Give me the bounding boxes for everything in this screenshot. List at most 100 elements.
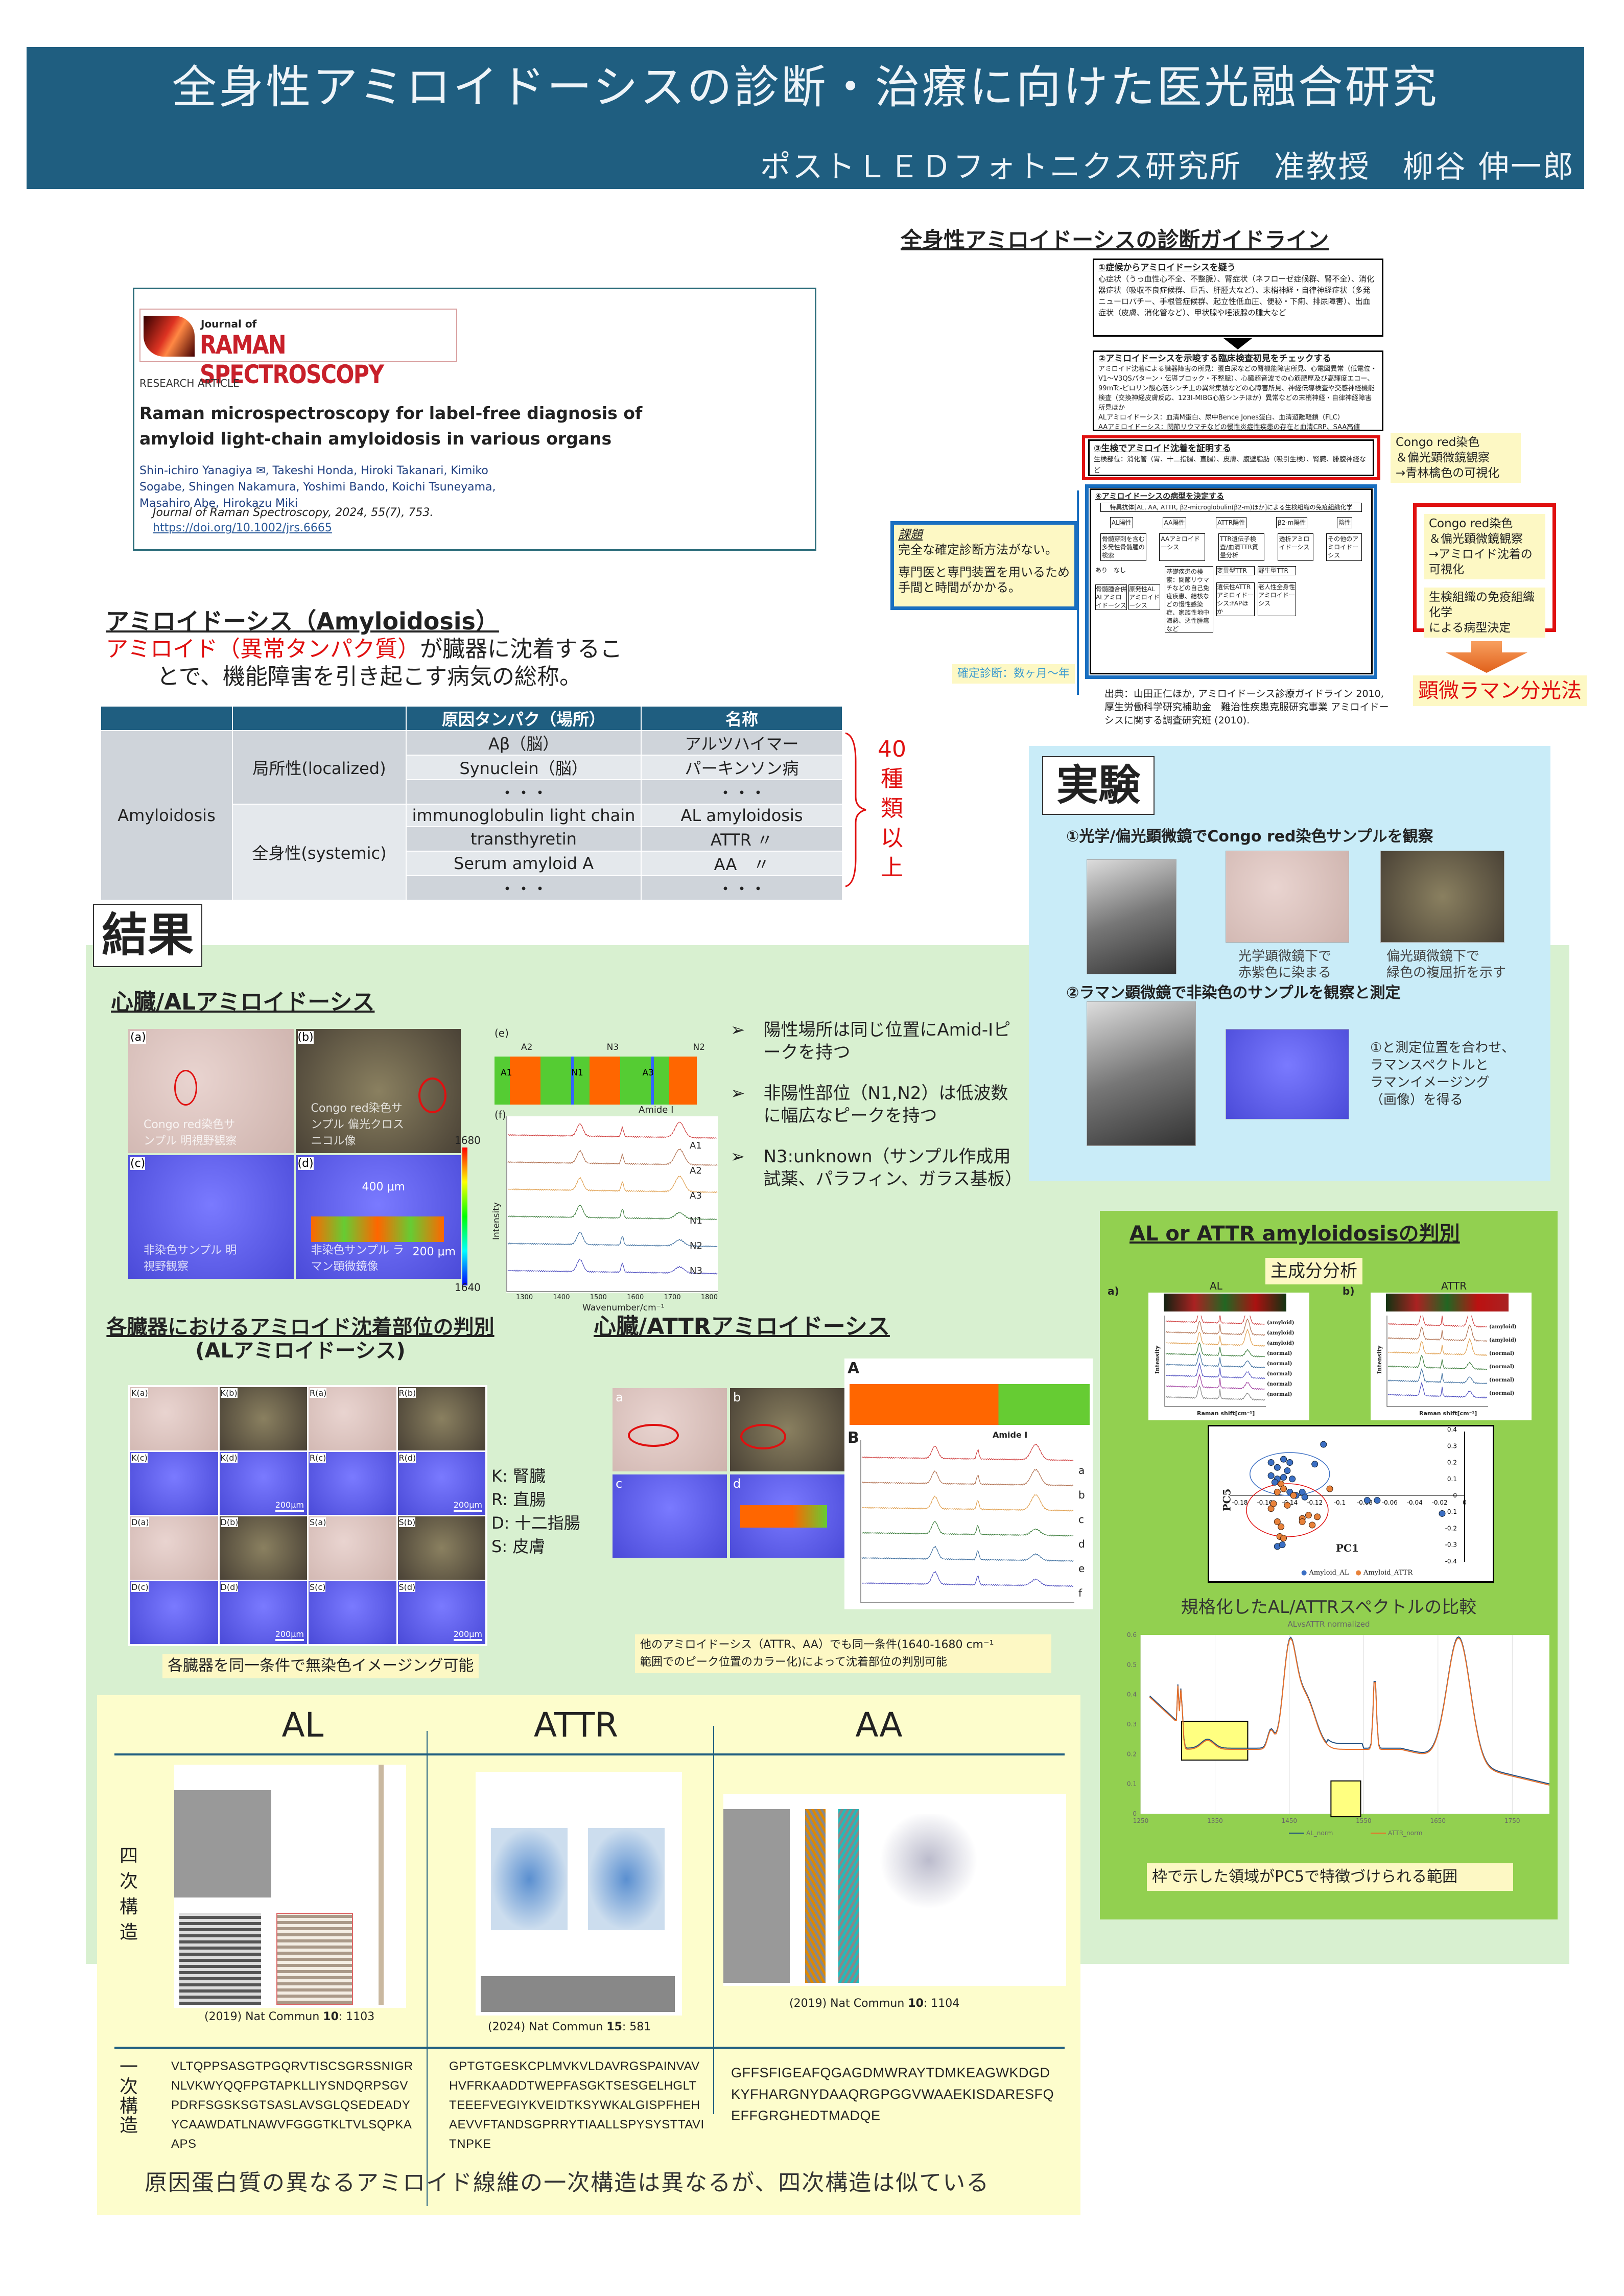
map-label: A2 xyxy=(521,1042,533,1052)
doi-link[interactable]: https://doi.org/10.1002/jrs.6665 xyxy=(153,522,332,534)
tile-label: S(b) xyxy=(398,1517,416,1527)
table-cell: AL amyloidosis xyxy=(641,804,843,827)
experiment-panel: 実験 ①光学/偏光顕微鏡でCongo red染色サンプルを観察 光学顕微鏡下で赤… xyxy=(1029,746,1550,1181)
al-label: AL xyxy=(1210,1280,1222,1292)
journal-logo-name: RAMAN SPECTROSCOPY xyxy=(200,330,384,389)
al-point xyxy=(1301,1493,1308,1501)
panel-a: (a)Congo red染色サンプル 明視野観察 xyxy=(128,1029,294,1153)
label-char: 構 xyxy=(119,2096,138,2117)
spec-label: (normal) xyxy=(1489,1377,1515,1383)
y-tick: 0.4 xyxy=(1127,1691,1137,1698)
al-heart-image-grid: (a)Congo red染色サンプル 明視野観察 (b)Congo red染色サ… xyxy=(128,1029,461,1279)
flow-step-1: ①症候からアミロイドーシスを疑う心症状（うっ血性心不全、不整脈）、腎症状（ネフロ… xyxy=(1093,259,1383,337)
flow-box: AAアミロイドーシス xyxy=(1159,533,1206,561)
flow-box: 遺伝性ATTRアミロイドーシス:FAPほか xyxy=(1216,582,1255,616)
al-spec-labels: (amyloid)(amyloid)(amyloid)(normal)(norm… xyxy=(1267,1318,1295,1400)
fibril-model xyxy=(276,1913,353,2005)
experiment-step-2: ②ラマン顕微鏡で非染色のサンプルを観察と測定 xyxy=(1066,984,1401,1002)
attr-point xyxy=(1274,1489,1281,1496)
cite-text: : 581 xyxy=(622,2021,651,2033)
attr-point xyxy=(1290,1492,1297,1499)
optical-microscope-photo xyxy=(1087,859,1176,974)
organ-tile: R(d)200μm xyxy=(397,1451,485,1515)
y-tick: 0.2 xyxy=(1127,1750,1137,1758)
seq-line: TEEEFVEGIYKVEIDTKSYWKALGISPFHEH xyxy=(449,2098,700,2112)
caption-line: 偏光顕微鏡下で xyxy=(1386,949,1480,964)
amide-label: Amide I xyxy=(993,1430,1028,1440)
al-heart-bullets: ➢陽性場所は同じ位置にAmid-Iピークを持つ ➢非陽性部位（N1,N2）は低波… xyxy=(731,1019,1022,1190)
cite-volume: 15 xyxy=(606,2021,622,2033)
attr-label: ATTR xyxy=(1441,1280,1467,1292)
spectrum-line xyxy=(1165,1362,1265,1379)
y-tick: 0 xyxy=(1133,1810,1137,1817)
map-label: A1 xyxy=(501,1068,512,1078)
raman-map-overlay xyxy=(740,1505,827,1528)
legend-label: Amyloid_AL xyxy=(1309,1569,1349,1577)
fibril-model xyxy=(179,1913,261,2005)
x-tick: -0.04 xyxy=(1407,1499,1423,1506)
tile-label: D(d) xyxy=(220,1582,239,1592)
al-cluster-ellipse xyxy=(1250,1452,1330,1496)
label-char: 造 xyxy=(119,1922,138,1943)
caption-line: ①と測定位置を合わせ、 xyxy=(1370,1040,1515,1056)
legend-label: AL_norm xyxy=(1306,1830,1333,1837)
intro-heading: アミロイドーシス（Amyloidosis） xyxy=(106,607,499,635)
organ-tile: K(d)200μm xyxy=(219,1451,307,1515)
cite-volume: 10 xyxy=(908,1997,924,2010)
region-circle xyxy=(174,1070,197,1106)
label-char: 上 xyxy=(881,855,903,881)
spectrum-line xyxy=(507,1231,718,1248)
chart-b-label: B xyxy=(848,1429,859,1447)
bullet-item: ➢非陽性部位（N1,N2）は低波数に幅広なピークを持つ xyxy=(731,1082,1017,1127)
polarized-caption: 偏光顕微鏡下で緑色の複屈折を示す xyxy=(1386,948,1506,981)
tile-label: R(b) xyxy=(398,1388,416,1398)
colorbar-min: 1640 xyxy=(455,1281,481,1294)
intro-line2: とで、機能障害を引き起こす病気の総称。 xyxy=(157,664,582,690)
attr-map xyxy=(1386,1294,1509,1311)
spec-label: A2 xyxy=(690,1165,702,1176)
flow-box: 透析アミロイドーシス xyxy=(1277,533,1313,561)
tile-label: R(a) xyxy=(310,1388,327,1398)
x-tick: 1750 xyxy=(1504,1817,1520,1824)
attr-point xyxy=(1309,1521,1316,1529)
al-citation: (2019) Nat Commun 10: 1103 xyxy=(204,2010,374,2023)
x-tick: -0.06 xyxy=(1382,1499,1398,1506)
spectrum-line xyxy=(507,1121,718,1139)
spec-label: N1 xyxy=(690,1215,702,1226)
al-point xyxy=(1311,1461,1319,1468)
spectrum-line xyxy=(1387,1316,1488,1328)
flow-step-4: ④アミロイドーシスの病型を決定する 特異抗体[AL, AA, ATTR, β2-… xyxy=(1090,488,1373,674)
seq-line: VLTQPPSASGTPGQRVTISCSGRSSNIGR xyxy=(171,2059,413,2073)
pc5-caption: 枠で示した領域がPC5で特徴づけられる範囲 xyxy=(1147,1863,1513,1891)
flow-step-3: ③生検でアミロイド沈着を証明する生検部位：消化管（胃、十二指腸、直腸）、皮膚、腹… xyxy=(1088,439,1374,476)
organs-caption: 各臓器を同一条件で無染色イメージング可能 xyxy=(162,1654,479,1678)
table-cell: immunoglobulin light chain xyxy=(406,804,642,827)
attr-point xyxy=(1305,1512,1312,1519)
attr-point xyxy=(1274,1518,1281,1526)
spectrum-line xyxy=(1387,1338,1488,1356)
table-cell: Synuclein（脳） xyxy=(406,755,642,780)
y-label: Intensity xyxy=(491,1202,502,1240)
region-circle xyxy=(740,1424,786,1449)
y-tick: 0.2 xyxy=(1447,1459,1457,1466)
fibril-model xyxy=(805,1809,826,1983)
step-text-aa: AAアミロイドーシス：関節リウマチなどの慢性炎症性疾患の存在と血清CRP、SAA… xyxy=(1098,424,1360,431)
flow-box: 老人性全身性アミロイドーシス xyxy=(1258,582,1296,616)
experiment-title: 実験 xyxy=(1042,756,1155,815)
primary-label: 一次構造 xyxy=(117,2058,140,2136)
aa-citation: (2019) Nat Commun 10: 1104 xyxy=(789,1997,959,2010)
table-header-name: 名称 xyxy=(641,706,843,731)
spectrum-line xyxy=(861,1468,1074,1487)
spectra-f xyxy=(506,1116,718,1293)
structure-panel: AL ATTR AA 四次構造 (2019) Nat Commun 10: 11… xyxy=(97,1695,1080,2215)
caption-line: （画像）を得る xyxy=(1370,1092,1464,1108)
note: Congo red染色＆偏光顕微鏡観察→アミロイド沈着の可視化 xyxy=(1424,514,1545,579)
x-tick: 0 xyxy=(1463,1499,1467,1506)
flow-box: その他のアミロイドーシス xyxy=(1326,533,1362,561)
spec-label: f xyxy=(1078,1587,1082,1599)
step-text: 心症状（うっ血性心不全、不整脈）、腎症状（ネフローゼ症候群、腎不全）、消化器症状… xyxy=(1098,274,1375,317)
spec-label: a xyxy=(1078,1464,1085,1477)
